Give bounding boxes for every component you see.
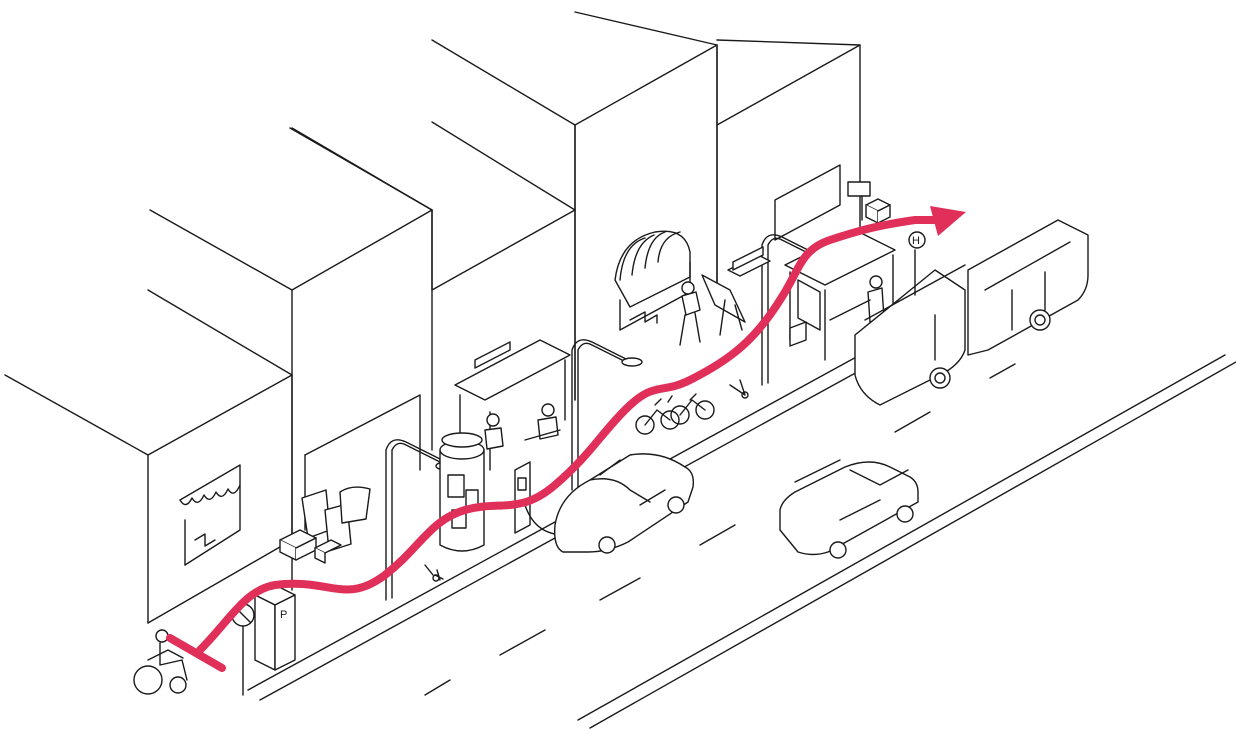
bench bbox=[728, 247, 770, 276]
parking-meter-icon: P bbox=[255, 585, 295, 670]
lane-markings bbox=[425, 364, 1015, 695]
road-car bbox=[780, 462, 918, 558]
street bbox=[248, 355, 1236, 728]
route-arrow-icon bbox=[930, 206, 966, 236]
building-2 bbox=[150, 128, 432, 540]
building-1 bbox=[5, 290, 292, 623]
market-awning bbox=[615, 231, 690, 330]
bus-stop-letter: H bbox=[912, 235, 920, 247]
parking-letter: P bbox=[280, 609, 287, 621]
mailbox bbox=[848, 182, 890, 223]
no-stopping-sign-icon bbox=[232, 604, 254, 695]
bicycles bbox=[636, 394, 714, 434]
advertising-column bbox=[440, 433, 484, 551]
bins-and-boxes bbox=[280, 487, 370, 563]
easel-painter bbox=[680, 275, 745, 345]
